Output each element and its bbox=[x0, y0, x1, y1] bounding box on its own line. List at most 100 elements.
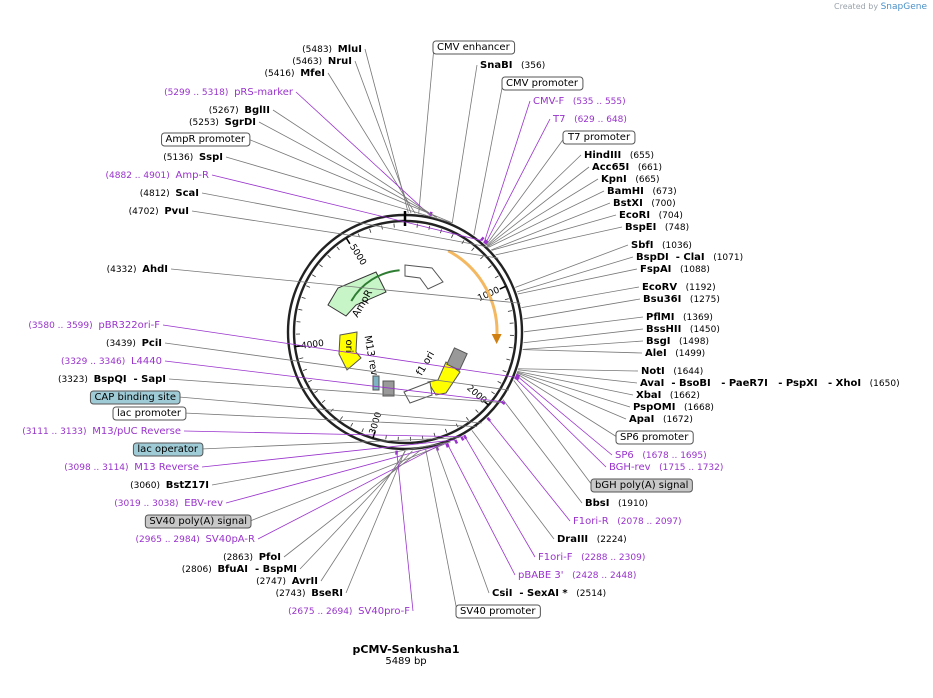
enzyme-label-bbsi[interactable]: BbsI (1910) bbox=[585, 498, 648, 509]
primer-label-f1ori-r[interactable]: F1ori-R (2078 .. 2097) bbox=[573, 516, 682, 527]
leader-line bbox=[487, 166, 590, 247]
plasmid-length: 5489 bp bbox=[385, 656, 427, 667]
minor-tick bbox=[339, 416, 343, 420]
inner-label-ori: ori bbox=[343, 339, 354, 352]
enzyme-label-pvui[interactable]: (4702) PvuI bbox=[129, 206, 189, 217]
primer-label-sp6[interactable]: SP6 (1678 .. 1695) bbox=[615, 450, 707, 461]
enzyme-label-scai[interactable]: (4812) ScaI bbox=[140, 188, 199, 199]
enzyme-label-mfei[interactable]: (5416) MfeI bbox=[265, 68, 325, 79]
enzyme-label-nrui[interactable]: (5463) NruI bbox=[292, 56, 352, 67]
enzyme-label-mlui[interactable]: (5483) MluI bbox=[302, 44, 362, 55]
minor-tick bbox=[298, 308, 303, 311]
minor-tick bbox=[465, 417, 469, 421]
enzyme-label-avai[interactable]: AvaI - BsoBI - PaeR7I - PspXI - XhoI (16… bbox=[640, 378, 900, 389]
primer-label-m13-reverse[interactable]: (3098 .. 3114) M13 Reverse bbox=[64, 462, 199, 473]
enzyme-label-kpni[interactable]: KpnI (665) bbox=[601, 174, 660, 185]
enzyme-label-acc65i[interactable]: Acc65I (661) bbox=[592, 162, 662, 173]
enzyme-label-avrii[interactable]: (2747) AvrII bbox=[256, 576, 318, 587]
enzyme-label-ahdi[interactable]: (4332) AhdI bbox=[107, 264, 168, 275]
enzyme-label-alei[interactable]: AleI (1499) bbox=[645, 348, 705, 359]
plasmid-name: pCMV-Senkusha1 bbox=[352, 643, 460, 656]
primer-label-pbabe-3-[interactable]: pBABE 3' (2428 .. 2448) bbox=[518, 570, 636, 581]
bgh-polya-box bbox=[446, 347, 468, 371]
enzyme-label-bseri[interactable]: (2743) BseRI bbox=[276, 588, 343, 599]
feature-label-cmv-enhancer[interactable]: CMV enhancer bbox=[437, 42, 511, 53]
feature-label-cap-binding-site[interactable]: CAP binding site bbox=[94, 392, 176, 403]
primer-label-pbr322ori-f[interactable]: (3580 .. 3599) pBR322ori-F bbox=[28, 320, 160, 331]
enzyme-label-hindiii[interactable]: HindIII (655) bbox=[584, 150, 654, 161]
minor-tick bbox=[381, 225, 383, 230]
feature-label-sv40-poly-a-signal[interactable]: SV40 poly(A) signal bbox=[149, 516, 247, 527]
minor-tick bbox=[302, 368, 307, 372]
leader-line bbox=[183, 430, 462, 438]
enzyme-label-ecorv[interactable]: EcoRV (1192) bbox=[642, 282, 716, 293]
leader-line bbox=[483, 100, 531, 244]
feature-label-t7-promoter[interactable]: T7 promoter bbox=[567, 132, 631, 143]
enzyme-label-pcii[interactable]: (3439) PciI bbox=[106, 338, 162, 349]
feature-label-sp6-promoter[interactable]: SP6 promoter bbox=[620, 432, 689, 443]
enzyme-label-sbfi[interactable]: SbfI (1036) bbox=[631, 240, 692, 251]
primer-label-bgh-rev[interactable]: BGH-rev (1715 .. 1732) bbox=[609, 462, 723, 473]
leader-line bbox=[211, 441, 451, 486]
enzyme-label-bsu36i[interactable]: Bsu36I (1275) bbox=[643, 294, 720, 305]
feature-label-lac-operator[interactable]: lac operator bbox=[137, 444, 198, 455]
enzyme-label-bstz17i[interactable]: (3060) BstZ17I bbox=[130, 480, 209, 491]
leader-line bbox=[164, 360, 502, 403]
feature-label-cmv-promoter[interactable]: CMV promoter bbox=[506, 78, 579, 89]
enzyme-label-noti[interactable]: NotI (1644) bbox=[641, 366, 703, 377]
feature-label-sv40-promoter[interactable]: SV40 promoter bbox=[460, 606, 536, 617]
enzyme-label-draiii[interactable]: DraIII (2224) bbox=[557, 534, 627, 545]
primer-label-t7[interactable]: T7 (629 .. 648) bbox=[552, 114, 627, 125]
feature-label-bgh-poly-a-signal[interactable]: bGH poly(A) signal bbox=[595, 480, 688, 491]
enzyme-label-bsshii[interactable]: BssHII (1450) bbox=[646, 324, 720, 335]
enzyme-label-bamhi[interactable]: BamHI (673) bbox=[607, 186, 677, 197]
enzyme-label-apai[interactable]: ApaI (1672) bbox=[629, 414, 693, 425]
minor-tick bbox=[494, 275, 499, 279]
primer-label-sv40pa-r[interactable]: (2965 .. 2984) SV40pA-R bbox=[136, 534, 255, 545]
enzyme-label-xbai[interactable]: XbaI (1662) bbox=[636, 390, 700, 401]
primer-label-sv40pro-f[interactable]: (2675 .. 2694) SV40pro-F bbox=[288, 606, 410, 617]
enzyme-label-bspdi[interactable]: BspDI - ClaI (1071) bbox=[636, 252, 743, 263]
primer-site-mark bbox=[484, 240, 489, 245]
ruler-major-tick bbox=[294, 345, 303, 348]
enzyme-label-csii[interactable]: CsiI - SexAI * (2514) bbox=[492, 588, 606, 599]
enzyme-label-bfuai[interactable]: (2806) BfuAI - BspMI bbox=[182, 564, 297, 575]
primer-label-f1ori-f[interactable]: F1ori-F (2288 .. 2309) bbox=[538, 552, 645, 563]
enzyme-label-bstxi[interactable]: BstXI (700) bbox=[613, 198, 676, 209]
primer-label-cmv-f[interactable]: CMV-F (535 .. 555) bbox=[533, 96, 626, 107]
enzyme-label-sspi[interactable]: (5136) SspI bbox=[163, 152, 223, 163]
minor-tick bbox=[491, 391, 495, 395]
leader-line bbox=[502, 399, 583, 504]
feature-label-ampr-promoter[interactable]: AmpR promoter bbox=[166, 134, 246, 145]
enzyme-label-bspqi[interactable]: (3323) BspQI - SapI bbox=[58, 374, 166, 385]
minor-tick bbox=[385, 435, 387, 440]
enzyme-label-snabi[interactable]: SnaBI (356) bbox=[480, 60, 545, 71]
minor-tick bbox=[306, 285, 311, 288]
primer-label-prs-marker[interactable]: (5299 .. 5318) pRS-marker bbox=[164, 87, 294, 98]
primer-label-m13-puc-reverse[interactable]: (3111 .. 3133) M13/pUC Reverse bbox=[22, 426, 181, 437]
feature-label-lac-promoter[interactable]: lac promoter bbox=[117, 408, 182, 419]
enzyme-label-bspei[interactable]: BspEI (748) bbox=[625, 222, 689, 233]
enzyme-label-sgrdi[interactable]: (5253) SgrDI bbox=[189, 117, 256, 128]
enzyme-label-bglii[interactable]: (5267) BglII bbox=[209, 105, 270, 116]
leader-line bbox=[257, 446, 437, 540]
enzyme-label-pflmi[interactable]: PflMI (1369) bbox=[646, 312, 713, 323]
primer-label-ebv-rev[interactable]: (3019 .. 3038) EBV-rev bbox=[114, 498, 223, 509]
enzyme-label-pspomi[interactable]: PspOMI (1668) bbox=[633, 402, 714, 413]
primer-label-l4440[interactable]: (3329 .. 3346) L4440 bbox=[61, 356, 162, 367]
primer-site-mark bbox=[435, 446, 440, 451]
leader-line bbox=[295, 91, 431, 217]
leader-line bbox=[418, 46, 435, 214]
leader-line bbox=[320, 450, 406, 582]
primer-label-amp-r[interactable]: (4882 .. 4901) Amp-R bbox=[106, 170, 210, 181]
enzyme-label-fspai[interactable]: FspAI (1088) bbox=[640, 264, 710, 275]
leader-line bbox=[258, 121, 438, 218]
leader-line bbox=[345, 450, 406, 594]
ampr-arc bbox=[350, 269, 400, 302]
enzyme-label-bsgi[interactable]: BsgI (1498) bbox=[646, 336, 709, 347]
leader-line bbox=[162, 324, 516, 378]
primer-site-mark bbox=[445, 442, 450, 448]
enzyme-label-pfoi[interactable]: (2863) PfoI bbox=[223, 552, 281, 563]
enzyme-label-ecori[interactable]: EcoRI (704) bbox=[619, 210, 683, 221]
minor-tick bbox=[314, 390, 319, 394]
